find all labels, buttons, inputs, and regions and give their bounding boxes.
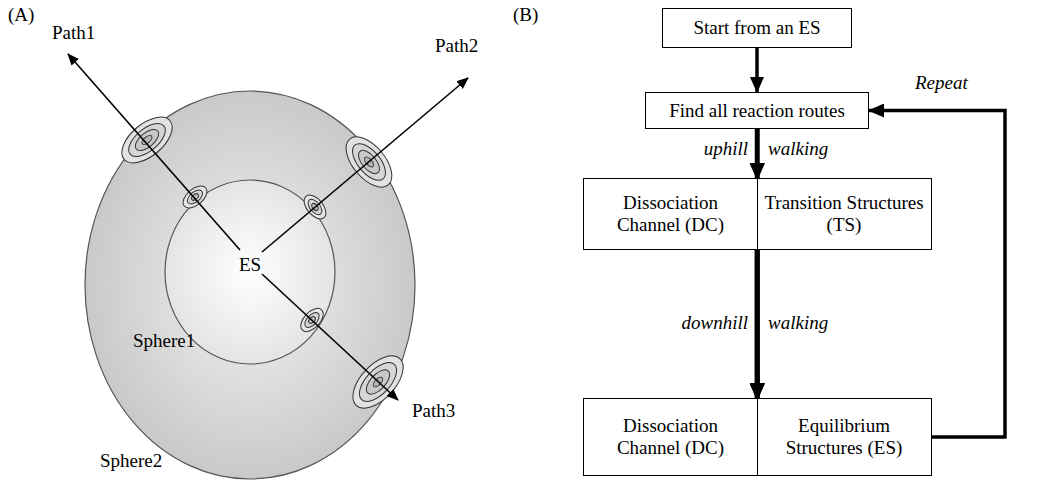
- box-text: Dissociation Channel (DC): [590, 415, 751, 459]
- edge-label: uphill: [704, 138, 748, 160]
- flow-arrow: [755, 129, 759, 178]
- process-box: Equilibrium Structures (ES): [757, 398, 932, 476]
- process-box: Find all reaction routes: [645, 92, 869, 129]
- flow-arrow: [755, 48, 759, 92]
- process-box: Transition Structures (TS): [757, 178, 932, 250]
- reaction-path-arrow: [262, 274, 398, 400]
- panel-label: (A): [8, 4, 34, 26]
- box-text: Find all reaction routes: [669, 100, 845, 122]
- path-label: Path1: [52, 22, 95, 44]
- flow-arrow: [756, 250, 760, 398]
- structure-label: ES: [239, 254, 261, 276]
- process-box: Dissociation Channel (DC): [583, 398, 758, 476]
- path-label: Path3: [412, 400, 455, 422]
- panel-label: (B): [513, 4, 538, 26]
- sphere-illustration: [68, 54, 468, 479]
- box-text: Dissociation Channel (DC): [590, 192, 751, 236]
- flow-arrow: [756, 250, 760, 398]
- flow-arrow: [756, 129, 760, 178]
- flow-arrow: [869, 111, 1005, 438]
- outer-sphere: [85, 91, 415, 479]
- box-text: Transition Structures (TS): [764, 192, 925, 236]
- flow-arrow: [755, 250, 759, 398]
- sphere-label: Sphere2: [100, 450, 162, 472]
- box-text: Start from an ES: [693, 17, 820, 39]
- path-label: Path2: [435, 35, 478, 57]
- box-text: Equilibrium Structures (ES): [764, 415, 925, 459]
- flow-arrow: [755, 250, 759, 398]
- edge-label: walking: [768, 138, 828, 160]
- edge-label: downhill: [681, 312, 748, 334]
- process-box: Dissociation Channel (DC): [583, 178, 758, 250]
- process-box: Start from an ES: [662, 8, 852, 48]
- reaction-path-arrow: [262, 78, 468, 252]
- edge-label: walking: [768, 312, 828, 334]
- reaction-path-arrow: [68, 54, 240, 250]
- edge-label: Repeat: [915, 72, 968, 94]
- sphere-label: Sphere1: [133, 330, 195, 352]
